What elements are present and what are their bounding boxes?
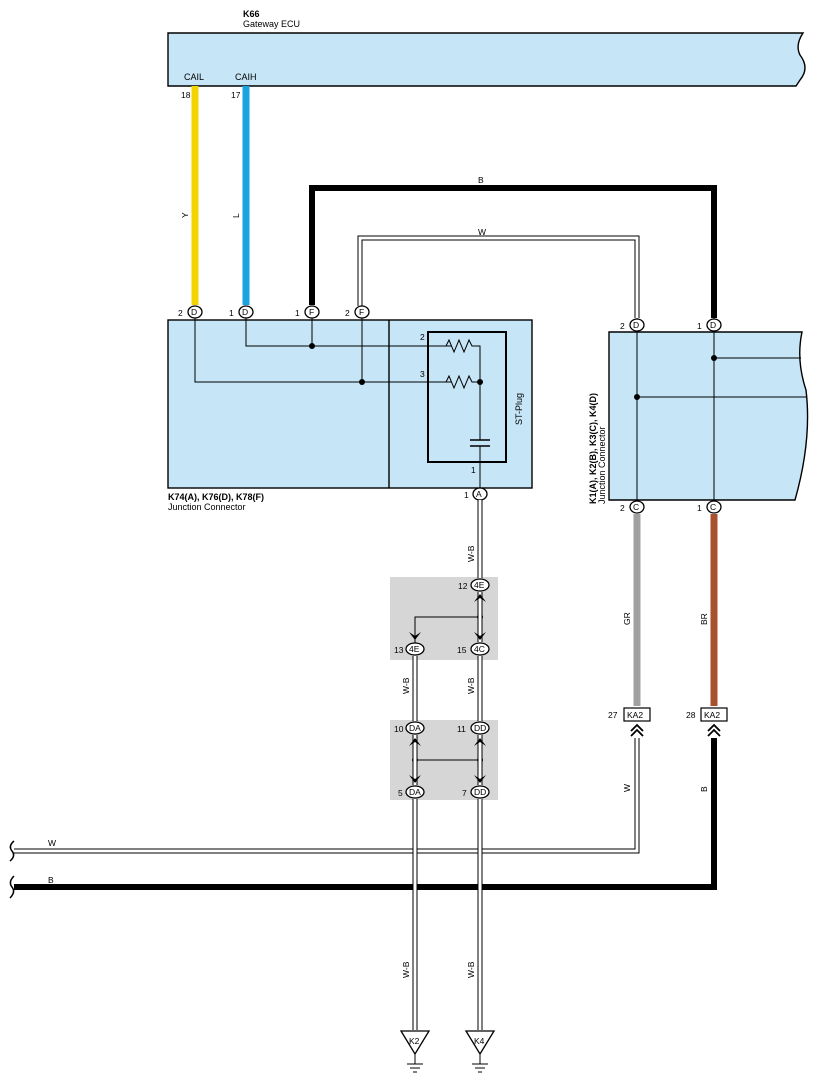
wire-label-wb-1: W-B: [466, 545, 476, 562]
svg-text:2: 2: [620, 503, 625, 513]
svg-text:2: 2: [620, 321, 625, 331]
jc-right-pin-1c: 1 C: [697, 500, 722, 514]
st-plug: 2 3 1 ST-Plug: [420, 331, 524, 490]
wire-w-bottom: [9, 738, 640, 862]
jc-right-pin-2d: 2 D: [620, 318, 645, 332]
svg-text:1: 1: [697, 503, 702, 513]
st-plug-label: ST-Plug: [514, 393, 524, 425]
svg-text:1: 1: [295, 308, 300, 318]
jc-left-pin-2d: 2 D: [178, 305, 203, 319]
svg-text:K4: K4: [474, 1036, 485, 1046]
svg-text:1: 1: [471, 465, 476, 475]
svg-text:5: 5: [398, 788, 403, 798]
pin-name-cail: CAIL: [184, 72, 204, 82]
svg-text:KA2: KA2: [704, 710, 720, 720]
wire-wb-main: [409, 500, 486, 1030]
svg-text:2: 2: [420, 332, 425, 342]
pin-num-17: 17: [231, 90, 241, 100]
wire-label-br: BR: [699, 613, 709, 625]
jc-left-pin-2f: 2 F: [345, 305, 370, 319]
svg-text:4C: 4C: [474, 644, 485, 654]
svg-text:D: D: [633, 320, 639, 330]
wire-label-w-left: W: [48, 838, 56, 848]
wire-label-gr: GR: [622, 612, 632, 625]
inline-connector-28: 28 KA2: [686, 707, 728, 737]
svg-text:DA: DA: [409, 787, 421, 797]
svg-text:27: 27: [608, 710, 618, 720]
jc-left-code: K74(A), K76(D), K78(F): [168, 492, 264, 502]
wire-label-w-right: W: [622, 784, 632, 792]
jc-left-name: Junction Connector: [168, 502, 246, 512]
svg-text:2: 2: [345, 308, 350, 318]
svg-text:15: 15: [457, 645, 467, 655]
svg-text:DD: DD: [474, 723, 486, 733]
wire-label-l: L: [231, 213, 241, 218]
svg-text:28: 28: [686, 710, 696, 720]
svg-text:1: 1: [464, 490, 469, 500]
svg-text:4E: 4E: [474, 580, 485, 590]
wire-label-y: Y: [180, 212, 190, 218]
jc-right-code: K1(A), K2(B), K3(C), K4(D): [588, 393, 598, 504]
svg-text:13: 13: [394, 645, 404, 655]
inline-connector-27: 27 KA2: [608, 707, 651, 737]
junction-connector-left: K74(A), K76(D), K78(F) Junction Connecto…: [167, 305, 533, 512]
jc-right-pin-1d: 1 D: [697, 318, 722, 332]
pin-num-18: 18: [181, 90, 191, 100]
ground-k4: K4: [464, 1030, 496, 1073]
svg-text:DD: DD: [474, 787, 486, 797]
svg-text:4E: 4E: [409, 644, 420, 654]
svg-text:D: D: [242, 307, 248, 317]
svg-text:12: 12: [458, 581, 468, 591]
svg-text:2: 2: [178, 308, 183, 318]
wire-label-wb-3: W-B: [466, 677, 476, 694]
svg-text:10: 10: [394, 724, 404, 734]
svg-text:K2: K2: [409, 1036, 420, 1046]
svg-text:C: C: [710, 502, 716, 512]
jc-left-pin-1a: 1 A: [464, 487, 488, 501]
svg-text:1: 1: [229, 308, 234, 318]
wire-b-top: [309, 185, 717, 318]
junction-connector-right: K1(A), K2(B), K3(C), K4(D) Junction Conn…: [588, 318, 809, 514]
jc-right-pin-2c: 2 C: [620, 500, 645, 514]
wire-label-wb-2: W-B: [401, 677, 411, 694]
svg-text:F: F: [309, 307, 314, 317]
pin-name-caih: CAIH: [235, 72, 257, 82]
svg-text:7: 7: [462, 788, 467, 798]
svg-text:D: D: [710, 320, 716, 330]
wire-label-wb-4: W-B: [401, 961, 411, 978]
wire-b-bottom: [9, 738, 717, 899]
svg-text:11: 11: [457, 724, 466, 734]
svg-text:3: 3: [420, 369, 425, 379]
ground-k2: K2: [399, 1030, 431, 1073]
jc-right-name: Junction Connector: [597, 426, 607, 504]
wire-label-w-top: W: [478, 227, 486, 237]
wire-w-top: [357, 235, 640, 318]
wire-label-wb-5: W-B: [466, 961, 476, 978]
svg-text:F: F: [359, 307, 364, 317]
jc-left-pin-1f: 1 F: [295, 305, 320, 319]
wire-label-b-right: B: [699, 786, 709, 792]
svg-text:KA2: KA2: [627, 710, 643, 720]
gateway-ecu: K66 Gateway ECU CAIL CAIH 18 17: [167, 9, 806, 100]
jc-left-pin-1d: 1 D: [229, 305, 254, 319]
gateway-ecu-name: Gateway ECU: [243, 19, 300, 29]
wire-label-b-top: B: [478, 175, 484, 185]
svg-text:1: 1: [697, 321, 702, 331]
svg-text:C: C: [633, 502, 639, 512]
svg-text:D: D: [191, 307, 197, 317]
wire-label-b-left: B: [48, 875, 54, 885]
svg-text:A: A: [476, 489, 482, 499]
gateway-ecu-code: K66: [243, 9, 260, 19]
svg-text:DA: DA: [409, 723, 421, 733]
